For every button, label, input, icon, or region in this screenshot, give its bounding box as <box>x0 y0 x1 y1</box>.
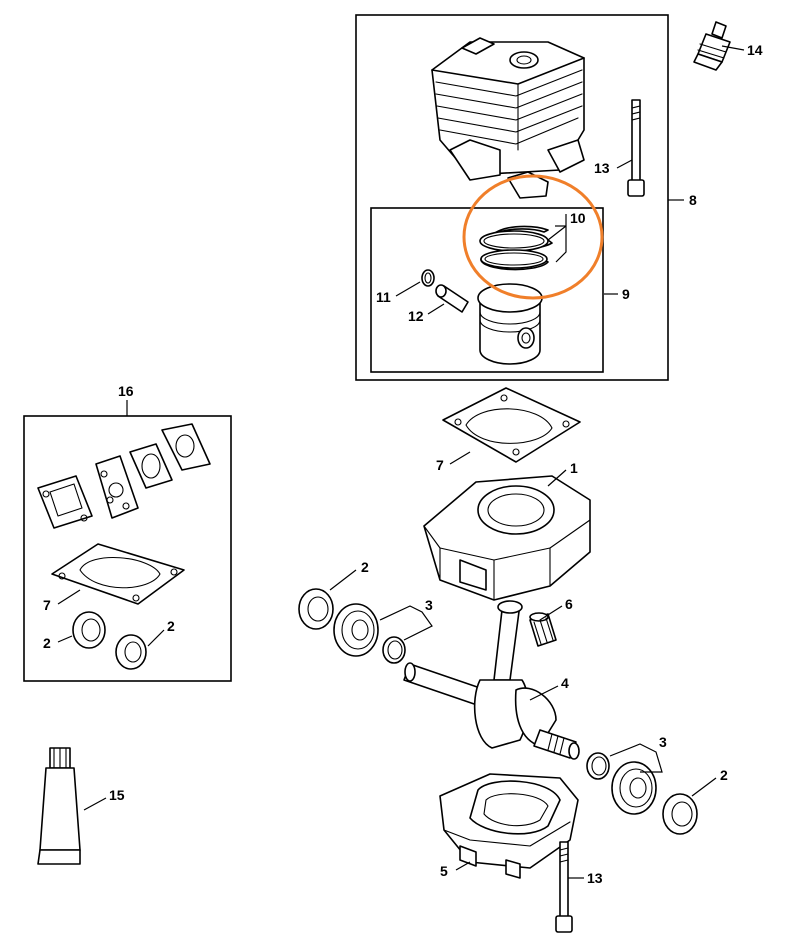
highlight-circle <box>462 174 604 300</box>
ball-bearing-left[interactable] <box>333 603 379 657</box>
piston-circlip[interactable] <box>421 269 435 287</box>
callout-8: 8 <box>689 192 697 208</box>
callout-7-right: 7 <box>436 457 444 473</box>
crankcase-upper-half[interactable] <box>423 475 591 601</box>
cylinder[interactable] <box>431 37 585 199</box>
callout-2-right: 2 <box>720 767 728 783</box>
callout-2-left-b: 2 <box>167 618 175 634</box>
callout-13-lower: 13 <box>587 870 603 886</box>
piston-kit-box <box>370 207 604 373</box>
piston-pin[interactable] <box>435 284 469 313</box>
callout-16: 16 <box>118 383 134 399</box>
callout-3-right: 3 <box>659 734 667 750</box>
callout-10: 10 <box>570 210 586 226</box>
ball-bearing-right[interactable] <box>611 761 657 815</box>
shim-ring-right[interactable] <box>586 752 610 780</box>
callout-6: 6 <box>565 596 573 612</box>
oil-seal-right[interactable] <box>662 793 698 835</box>
cylinder-base-gasket[interactable] <box>442 387 581 463</box>
piston-rings[interactable] <box>479 225 553 271</box>
leader-lines <box>57 45 745 879</box>
callout-numbers: 10 9 8 13 14 11 12 16 7 2 2 7 1 2 3 6 4 … <box>43 42 763 886</box>
callout-2-upper: 2 <box>361 559 369 575</box>
callout-12: 12 <box>408 308 424 324</box>
callout-7-left: 7 <box>43 597 51 613</box>
callout-14: 14 <box>747 42 763 58</box>
callout-13-upper: 13 <box>594 160 610 176</box>
callout-15: 15 <box>109 787 125 803</box>
cylinder-kit-box <box>355 14 669 381</box>
callout-1: 1 <box>570 460 578 476</box>
crankshaft[interactable] <box>403 600 580 760</box>
gasket-set[interactable] <box>37 423 211 670</box>
piston[interactable] <box>477 283 543 365</box>
grease-tube[interactable] <box>37 747 81 865</box>
cylinder-bolt-upper[interactable] <box>627 99 645 197</box>
spark-plug[interactable] <box>693 21 731 71</box>
crankcase-bolt-lower[interactable] <box>555 841 573 933</box>
oil-seal-left[interactable] <box>298 588 334 630</box>
shim-ring-left[interactable] <box>382 636 406 664</box>
callout-4: 4 <box>561 675 569 691</box>
callout-3-left: 3 <box>425 597 433 613</box>
callout-9: 9 <box>622 286 630 302</box>
callout-2-left-a: 2 <box>43 635 51 651</box>
crankcase-lower-half[interactable] <box>439 773 579 879</box>
needle-bearing[interactable] <box>529 612 557 647</box>
callout-5: 5 <box>440 863 448 879</box>
callout-11: 11 <box>376 289 391 305</box>
